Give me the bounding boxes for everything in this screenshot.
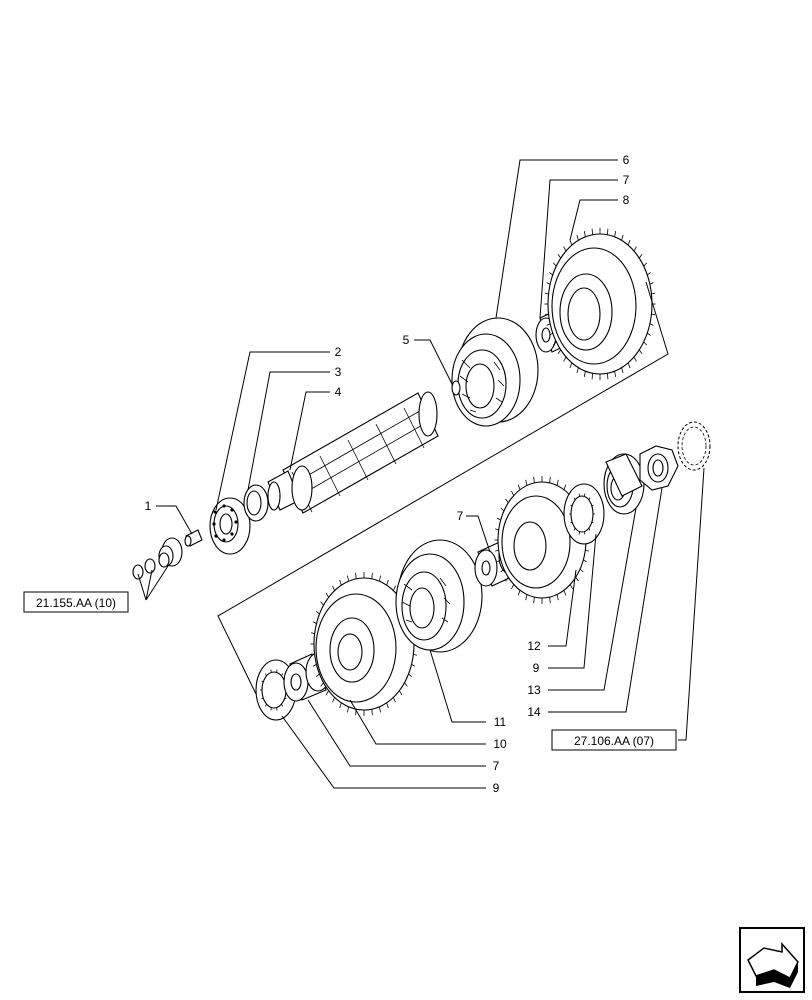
callout-1: 1: [145, 499, 152, 513]
callout-2: 2: [335, 345, 342, 359]
callout-4: 4: [335, 385, 342, 399]
callout-8: 8: [623, 193, 630, 207]
synchronizer-upper[interactable]: [451, 317, 539, 427]
callout-10: 10: [493, 737, 507, 751]
roller-bearing[interactable]: [603, 453, 645, 515]
group-bracket: [217, 281, 669, 695]
gear-lower[interactable]: [310, 572, 418, 716]
large-gear-upper[interactable]: [544, 228, 656, 380]
callout-labels: 1 2 3 4 5 6 7 8 7 12 9 13 14 11 10 7 9: [145, 153, 630, 795]
leader-lines: [137, 159, 705, 789]
hex-nut[interactable]: [639, 445, 679, 491]
reference-21-155-aa-label: 21.155.AA (10): [36, 596, 116, 610]
callout-11: 11: [494, 715, 507, 729]
reference-27-106-aa-label: 27.106.AA (07): [574, 734, 654, 748]
reference-21-155-aa[interactable]: 21.155.AA (10): [23, 591, 129, 613]
snap-ring[interactable]: [243, 484, 269, 522]
dashed-ring[interactable]: [677, 421, 711, 471]
callout-6: 6: [623, 153, 630, 167]
callout-3: 3: [335, 365, 342, 379]
callout-5: 5: [403, 333, 410, 347]
pin[interactable]: [184, 529, 203, 547]
ball-bearing[interactable]: [209, 497, 251, 555]
shaft-pin[interactable]: [451, 380, 461, 396]
thrust-washer-upper[interactable]: [563, 483, 605, 545]
callout-12: 12: [527, 639, 541, 653]
callout-13: 13: [527, 683, 541, 697]
main-shaft[interactable]: [267, 391, 439, 514]
synchronizer-lower[interactable]: [395, 539, 483, 653]
callout-14: 14: [527, 705, 541, 719]
callout-9-lower: 9: [493, 781, 500, 795]
reference-27-106-aa[interactable]: 27.106.AA (07): [551, 729, 677, 751]
callout-9-upper: 9: [533, 661, 540, 675]
small-coupling-parts[interactable]: [132, 537, 183, 580]
callout-7-upper: 7: [623, 173, 630, 187]
callout-7-middle: 7: [457, 509, 464, 523]
next-page-arrow-icon[interactable]: [739, 927, 805, 993]
callout-7-lower: 7: [493, 759, 500, 773]
